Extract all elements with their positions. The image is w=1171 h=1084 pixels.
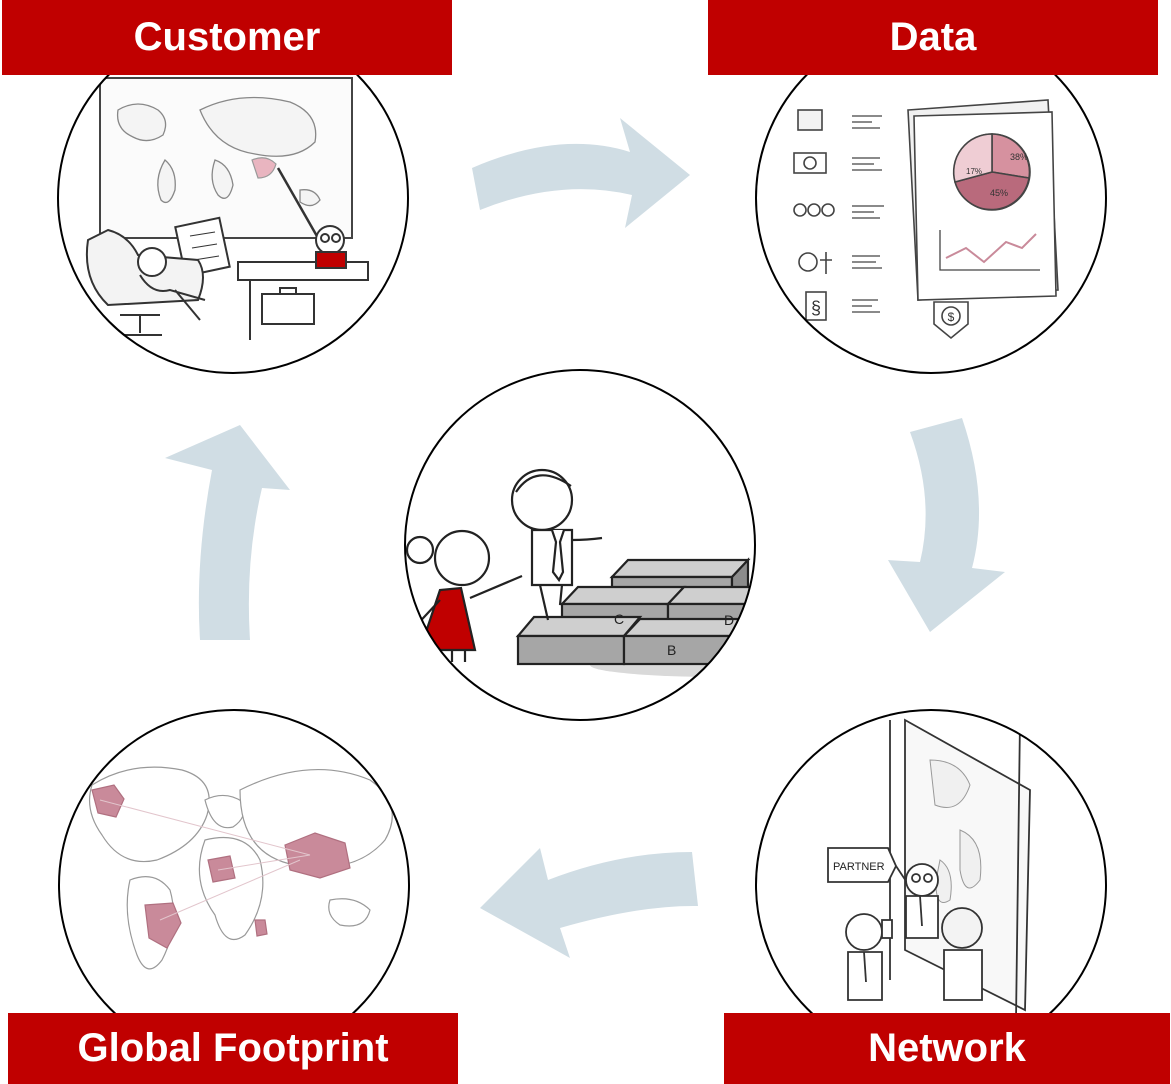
brick-label-c: C — [614, 611, 624, 627]
brick-label-b: B — [667, 642, 676, 658]
brick-stack-icon — [515, 557, 755, 667]
network-illustration: PARTNER — [755, 709, 1107, 1061]
data-label: Data — [708, 0, 1158, 75]
pie-label-38: 38% — [1010, 152, 1028, 162]
arrow-data-to-network — [888, 418, 1005, 632]
dollar-icon: $ — [948, 310, 955, 324]
global-footprint-label: Global Footprint — [8, 1013, 458, 1084]
pie-label-45: 45% — [990, 188, 1008, 198]
partner-sign-text: PARTNER — [833, 861, 885, 873]
global-footprint-illustration — [58, 709, 410, 1061]
customer-illustration — [57, 22, 409, 374]
data-illustration: 38% 17% 45% § $ — [755, 22, 1107, 374]
pie-label-17: 17% — [966, 167, 982, 176]
arrow-global-to-customer — [165, 425, 290, 640]
brick-label-d: D — [724, 612, 734, 628]
network-label: Network — [724, 1013, 1170, 1084]
center-illustration: C D B — [404, 369, 756, 721]
customer-label: Customer — [2, 0, 452, 75]
paragraph-icon: § — [811, 298, 821, 318]
arrow-customer-to-data — [472, 118, 690, 228]
arrow-network-to-global — [480, 848, 698, 958]
